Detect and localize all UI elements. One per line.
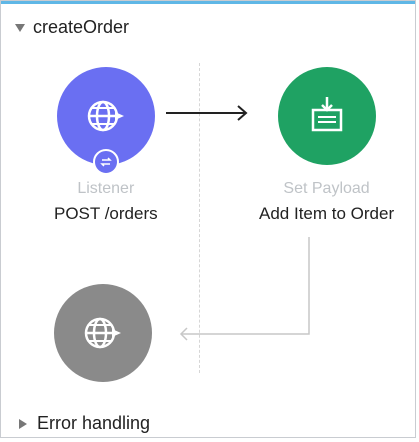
error-handling-toggle[interactable]: Error handling: [19, 413, 150, 434]
set-payload-node[interactable]: Set Payload Add Item to Order: [259, 67, 394, 224]
sync-icon: [92, 149, 119, 175]
triangle-down-icon[interactable]: [15, 23, 25, 32]
return-connector-line: [181, 237, 310, 335]
set-payload-type-label: Set Payload: [283, 180, 370, 197]
listener-circle[interactable]: [56, 67, 155, 175]
set-payload-circle[interactable]: [277, 67, 376, 165]
flow-title: createOrder: [33, 17, 130, 37]
listener-node[interactable]: Listener POST /orders: [54, 67, 158, 224]
set-payload-name: Add Item to Order: [259, 204, 395, 223]
response-circle[interactable]: [54, 284, 152, 382]
listener-name: POST /orders: [54, 204, 158, 223]
set-payload-icon: [311, 97, 342, 132]
return-connector-head: [179, 327, 188, 341]
flow-header[interactable]: createOrder: [15, 17, 129, 38]
triangle-right-icon[interactable]: [19, 418, 27, 429]
connector-arrow-head: [237, 105, 248, 121]
error-handling-label: Error handling: [37, 413, 151, 433]
top-accent-bar: [1, 1, 415, 4]
globe-icon: [87, 100, 124, 132]
listener-type-label: Listener: [77, 180, 135, 197]
response-node[interactable]: [54, 284, 152, 382]
globe-icon: [84, 317, 121, 349]
source-divider: [199, 63, 200, 373]
